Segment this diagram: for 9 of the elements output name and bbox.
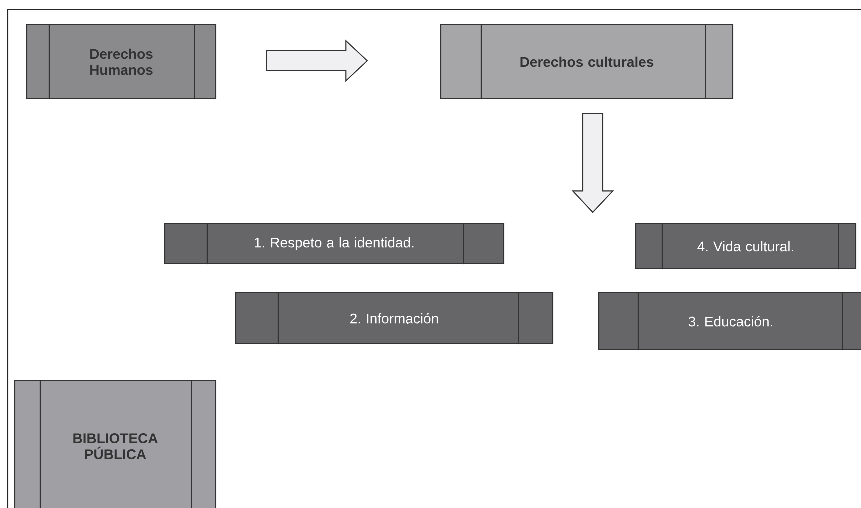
labeled-box: Derechos Humanos [26,24,217,100]
block-arrow [266,40,368,82]
labeled-box: 4. Vida cultural. [635,223,857,270]
labeled-box: 2. Información [235,292,554,345]
labeled-box: BIBLIOTECA PÚBLICA [14,380,217,508]
labeled-box: 1. Respeto a la identidad. [164,223,505,265]
labeled-box: 3. Educación. [598,292,861,351]
labeled-box: Derechos culturales [440,24,734,100]
block-arrow [572,113,614,214]
